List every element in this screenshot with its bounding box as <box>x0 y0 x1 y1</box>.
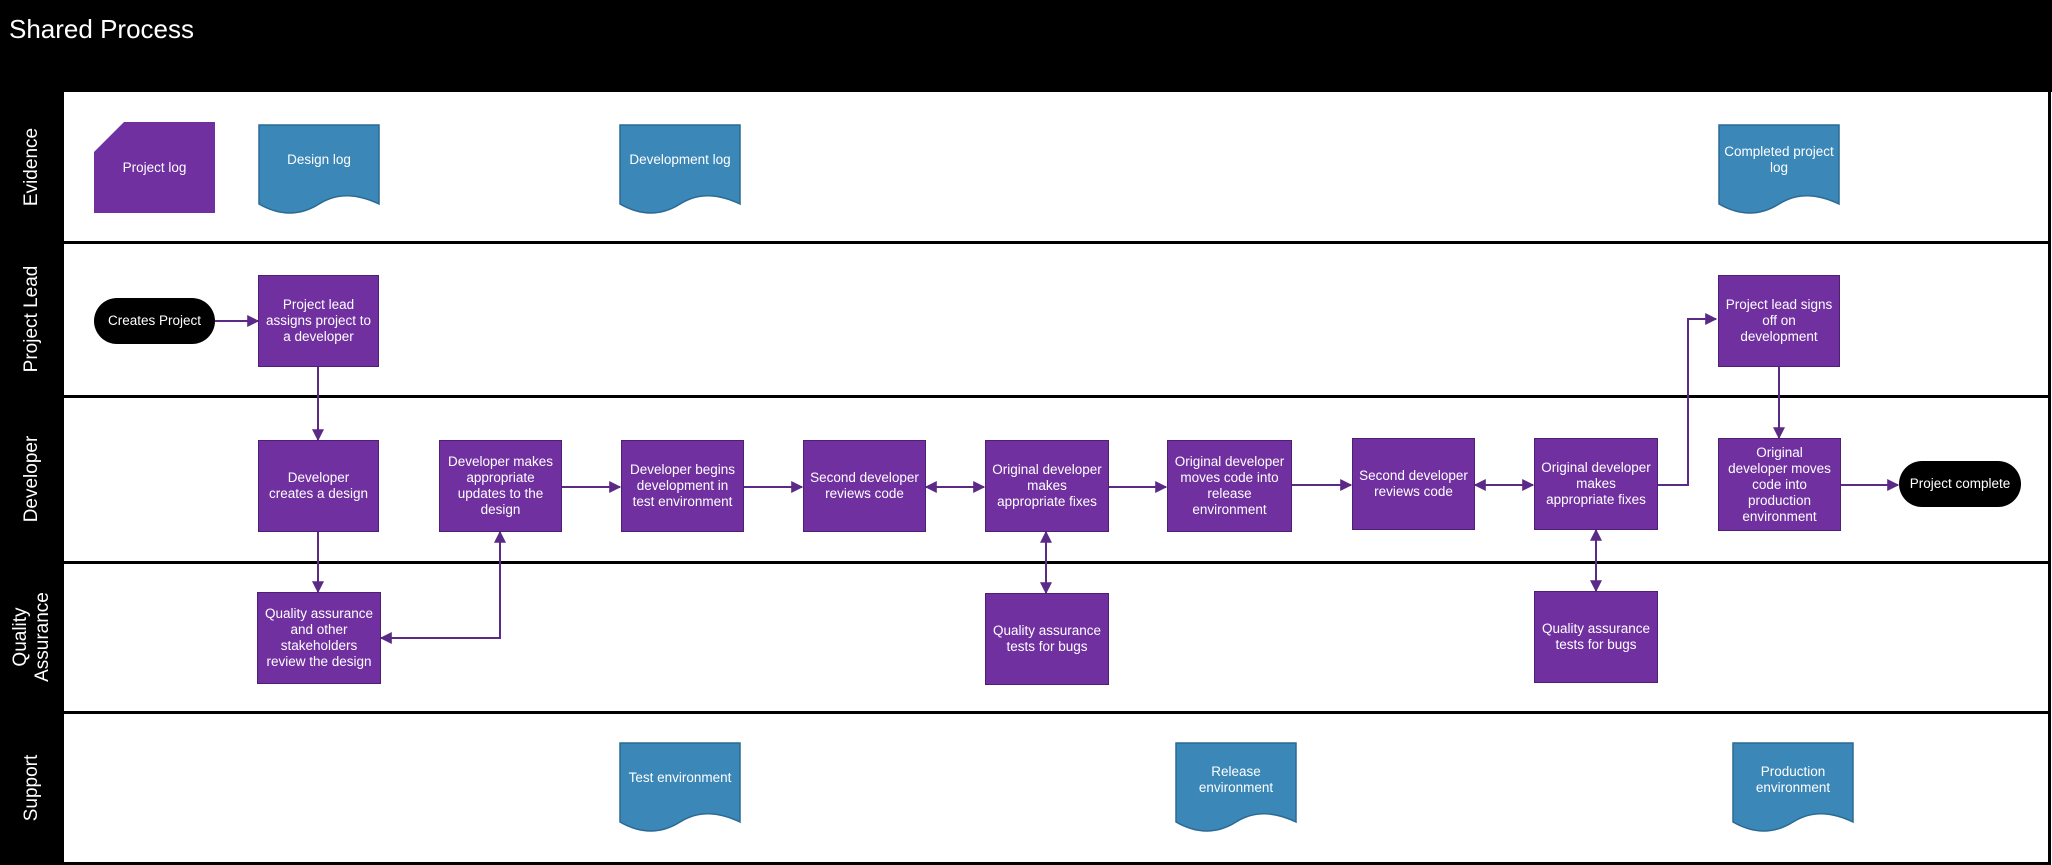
lane-header-quality-assurance: Quality Assurance <box>0 562 64 712</box>
original-fixes-2-process: Original developer makes appropriate fix… <box>1534 438 1658 530</box>
dev-updates-design-label: Developer makes appropriate updates to t… <box>447 454 554 517</box>
project-log-label: Project log <box>122 159 187 175</box>
lead-signs-off-label: Project lead signs off on development <box>1725 297 1833 344</box>
page-title: Shared Process <box>9 14 194 44</box>
lane-support <box>64 714 2049 865</box>
qa-tests-2-process: Quality assurance tests for bugs <box>1534 591 1658 683</box>
original-moves-production-label: Original developer moves code into produ… <box>1728 444 1831 524</box>
dev-creates-design-process: Developer creates a design <box>258 440 379 532</box>
design-log-label: Design log <box>287 152 351 167</box>
lane-label-developer: Developer <box>21 435 42 523</box>
design-log-document: Design log <box>258 124 380 216</box>
title-bar: Shared Process <box>0 0 2052 92</box>
creates-project-label: Creates Project <box>107 313 202 328</box>
lane-header-evidence: Evidence <box>0 92 64 242</box>
document-shape-icon <box>1175 742 1297 832</box>
project-complete-terminator: Project complete <box>1899 461 2021 507</box>
lane-quality-assurance <box>64 564 2049 714</box>
lead-assigns-process: Project lead assigns project to a develo… <box>258 275 379 367</box>
second-reviews-2-process: Second developer reviews code <box>1352 438 1475 530</box>
diagram-right-border <box>2048 92 2051 865</box>
production-environment-document: Production environment <box>1732 742 1854 834</box>
second-reviews-1-process: Second developer reviews code <box>803 440 926 532</box>
completed-project-log-document: Completed project log <box>1718 124 1840 216</box>
qa-review-design-process: Quality assurance and other stakeholders… <box>257 592 381 684</box>
document-shape-icon <box>1718 124 1840 214</box>
dev-creates-design-label: Developer creates a design <box>268 470 369 501</box>
project-complete-label: Project complete <box>1909 476 2011 491</box>
dev-updates-design-process: Developer makes appropriate updates to t… <box>439 440 562 532</box>
lane-project-lead <box>64 244 2049 398</box>
lane-header-developer: Developer <box>0 396 64 562</box>
development-log-label: Development log <box>629 152 731 167</box>
production-environment-label: Production environment <box>1755 764 1831 795</box>
original-fixes-1-label: Original developer makes appropriate fix… <box>992 462 1102 509</box>
lane-label-project-lead: Project Lead <box>21 265 42 373</box>
document-shape-icon <box>258 124 380 214</box>
release-environment-label: Release environment <box>1198 764 1274 795</box>
lane-label-quality-assurance: Quality Assurance <box>10 592 53 682</box>
creates-project-terminator: Creates Project <box>94 298 215 344</box>
qa-tests-1-label: Quality assurance tests for bugs <box>992 623 1102 654</box>
lane-header-project-lead: Project Lead <box>0 242 64 396</box>
release-environment-document: Release environment <box>1175 742 1297 834</box>
lane-label-support: Support <box>21 754 42 822</box>
qa-tests-2-label: Quality assurance tests for bugs <box>1541 621 1651 652</box>
original-moves-release-label: Original developer moves code into relea… <box>1174 454 1285 517</box>
test-environment-label: Test environment <box>628 770 732 785</box>
project-log-card: Project log <box>94 122 215 213</box>
lead-assigns-label: Project lead assigns project to a develo… <box>265 297 372 344</box>
lane-developer <box>64 398 2049 564</box>
document-shape-icon <box>1732 742 1854 832</box>
original-moves-release-process: Original developer moves code into relea… <box>1167 440 1292 532</box>
lead-signs-off-process: Project lead signs off on development <box>1718 275 1840 367</box>
lane-header-support: Support <box>0 712 64 865</box>
development-log-document: Development log <box>619 124 741 216</box>
original-fixes-1-process: Original developer makes appropriate fix… <box>985 440 1109 532</box>
document-shape-icon <box>619 742 741 832</box>
original-moves-production-process: Original developer moves code into produ… <box>1718 438 1841 531</box>
qa-tests-1-process: Quality assurance tests for bugs <box>985 593 1109 685</box>
dev-begins-test-label: Developer begins development in test env… <box>629 462 736 509</box>
lane-evidence <box>64 92 2049 244</box>
document-shape-icon <box>619 124 741 214</box>
second-reviews-2-label: Second developer reviews code <box>1359 468 1468 499</box>
lane-label-evidence: Evidence <box>21 127 42 207</box>
second-reviews-1-label: Second developer reviews code <box>810 470 919 501</box>
original-fixes-2-label: Original developer makes appropriate fix… <box>1541 460 1651 507</box>
completed-project-log-label: Completed project log <box>1724 144 1834 175</box>
test-environment-document: Test environment <box>619 742 741 834</box>
qa-review-design-label: Quality assurance and other stakeholders… <box>264 606 374 669</box>
dev-begins-test-process: Developer begins development in test env… <box>621 440 744 532</box>
